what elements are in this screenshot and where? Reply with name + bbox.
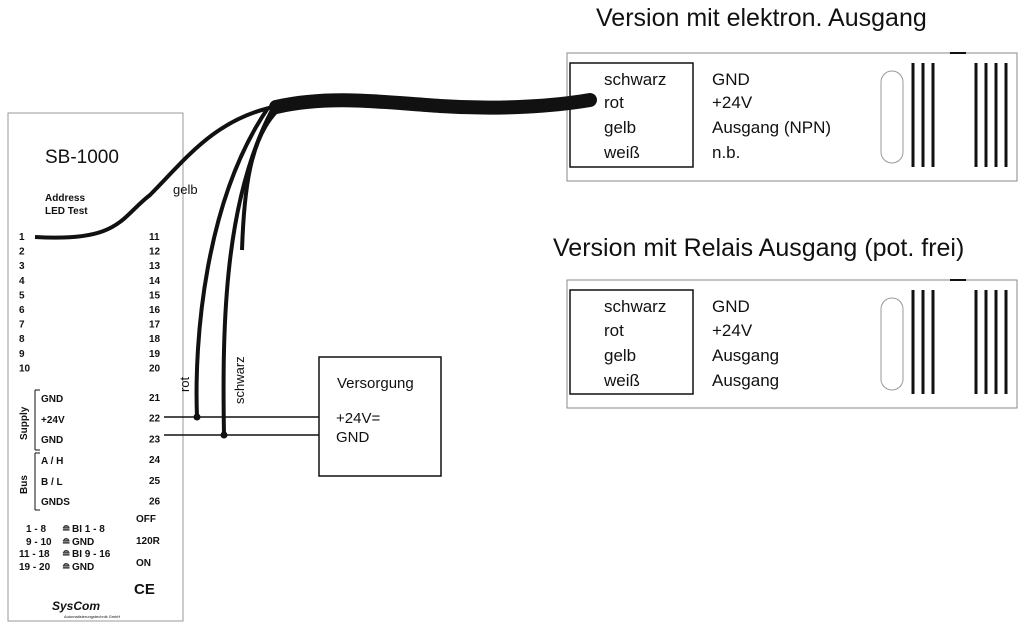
right-terminal-15: 15 <box>149 290 161 301</box>
supply-gnd2-label: GND <box>41 435 63 446</box>
switch-120r-label: 120R <box>136 536 161 547</box>
right-terminal-12: 12 <box>149 247 161 258</box>
bus-group-label: Bus <box>19 475 30 494</box>
sensor-relais-wire-2-function: +24V <box>712 321 753 340</box>
right-terminal-22: 22 <box>149 414 161 425</box>
left-terminal-3: 3 <box>19 261 25 272</box>
right-terminal-25: 25 <box>149 476 161 487</box>
sensor-relais-wire-1-color: schwarz <box>604 297 666 316</box>
sensor-elektron-wire-4-function: n.b. <box>712 143 740 162</box>
left-terminal-6: 6 <box>19 305 25 316</box>
ce-mark: CE <box>134 581 155 598</box>
bus-gnds-label: GNDS <box>41 497 70 508</box>
right-terminal-19: 19 <box>149 349 161 360</box>
sensor-relais-wire-1-function: GND <box>712 297 750 316</box>
left-terminal-2: 2 <box>19 247 25 258</box>
sensor-relais-wire-3-function: Ausgang <box>712 346 779 365</box>
sensor-elektron-title: Version mit elektron. Ausgang <box>596 4 927 32</box>
wire-weiss <box>240 110 278 251</box>
jumper-row-1-symbol: ≘ <box>62 524 70 535</box>
brand-subtitle: Automatisierungstechnik GmbH <box>64 614 120 619</box>
jumper-row-2-target: GND <box>72 537 94 548</box>
right-terminal-14: 14 <box>149 276 161 287</box>
jumper-row-3-target: BI 9 - 16 <box>72 549 111 560</box>
supply-24v-label: +24V <box>41 415 65 426</box>
jumper-row-3-symbol: ≘ <box>62 549 70 560</box>
wire-rot <box>194 106 270 418</box>
left-terminal-8: 8 <box>19 334 25 345</box>
jumper-row-4-target: GND <box>72 562 94 573</box>
supply-gnd-label: GND <box>41 394 63 405</box>
sensor-elektron-wire-1-color: schwarz <box>604 70 666 89</box>
jumper-row-1-range: 1 - 8 <box>26 524 46 535</box>
right-terminal-18: 18 <box>149 334 161 345</box>
right-terminal-11: 11 <box>149 232 160 243</box>
jumper-row-4-range: 19 - 20 <box>19 562 51 573</box>
left-terminal-7: 7 <box>19 320 25 331</box>
left-terminal-1: 1 <box>19 232 25 243</box>
sensor-elektron-wire-3-function: Ausgang (NPN) <box>712 118 831 137</box>
switch-on-label: ON <box>136 558 151 569</box>
supply-box-gnd: GND <box>336 429 370 446</box>
sensor-elektron-wire-2-function: +24V <box>712 93 753 112</box>
left-terminal-10: 10 <box>19 363 31 374</box>
left-terminal-5: 5 <box>19 290 25 301</box>
right-terminal-24: 24 <box>149 455 161 466</box>
supply-box-24v: +24V= <box>336 410 380 427</box>
right-terminal-23: 23 <box>149 434 161 445</box>
left-terminal-4: 4 <box>19 276 25 287</box>
right-terminal-13: 13 <box>149 261 161 272</box>
sensor-elektron-wire-1-function: GND <box>712 70 750 89</box>
junction-gnd <box>220 431 228 439</box>
bus-b-label: B / L <box>41 477 63 488</box>
jumper-row-3-range: 11 - 18 <box>19 549 50 560</box>
left-terminal-9: 9 <box>19 349 25 360</box>
brand-logo: SysCom <box>52 599 100 613</box>
jumper-row-1-target: BI 1 - 8 <box>72 524 105 535</box>
right-terminal-20: 20 <box>149 363 161 374</box>
module-address-label: Address <box>45 193 85 204</box>
module-led-test-label: LED Test <box>45 206 88 217</box>
right-terminal-list: 11 12 13 14 15 16 17 18 19 20 21 22 23 24 25 26 <box>149 232 161 508</box>
sensor-elektron-housing <box>566 52 1018 182</box>
sensor-elektron-wire-2-color: rot <box>604 93 624 112</box>
sensor-elektron-wire-3-color: gelb <box>604 118 636 137</box>
junction-24v <box>193 413 201 421</box>
module-housing <box>7 112 184 622</box>
sensor-relais-wire-4-color: weiß <box>603 371 640 390</box>
sensor-relais-housing <box>566 279 1018 409</box>
wire-gelb <box>34 104 279 240</box>
supply-group-label: Supply <box>19 406 30 440</box>
jumper-row-2-symbol: ≘ <box>62 537 70 548</box>
right-terminal-16: 16 <box>149 305 161 316</box>
sensor-elektron-wire-4-color: weiß <box>603 143 640 162</box>
sensor-relais-wire-2-color: rot <box>604 321 624 340</box>
module-name: SB-1000 <box>45 147 119 168</box>
sensor-relais-title: Version mit Relais Ausgang (pot. frei) <box>553 234 964 262</box>
wire-schwarz <box>221 109 274 436</box>
bus-a-label: A / H <box>41 456 63 467</box>
left-terminal-list: 1 2 3 4 5 6 7 8 9 10 <box>19 232 31 374</box>
supply-box <box>318 356 442 477</box>
sensor-cable <box>269 93 597 115</box>
right-terminal-21: 21 <box>149 393 161 404</box>
sensor-relais-wire-4-function: Ausgang <box>712 371 779 390</box>
jumper-table: 1 - 8 ≘ BI 1 - 8 9 - 10 ≘ GND 11 - 18 ≘ … <box>19 524 111 573</box>
sensor-relais-wire-3-color: gelb <box>604 346 636 365</box>
supply-box-title: Versorgung <box>337 375 414 392</box>
jumper-row-2-range: 9 - 10 <box>26 537 52 548</box>
wire-label-rot: rot <box>177 376 192 392</box>
wire-label-schwarz: schwarz <box>232 356 247 404</box>
right-terminal-26: 26 <box>149 497 161 508</box>
switch-off-label: OFF <box>136 514 156 525</box>
right-terminal-17: 17 <box>149 320 161 331</box>
jumper-row-4-symbol: ≘ <box>62 562 70 573</box>
wire-label-gelb: gelb <box>173 182 198 197</box>
